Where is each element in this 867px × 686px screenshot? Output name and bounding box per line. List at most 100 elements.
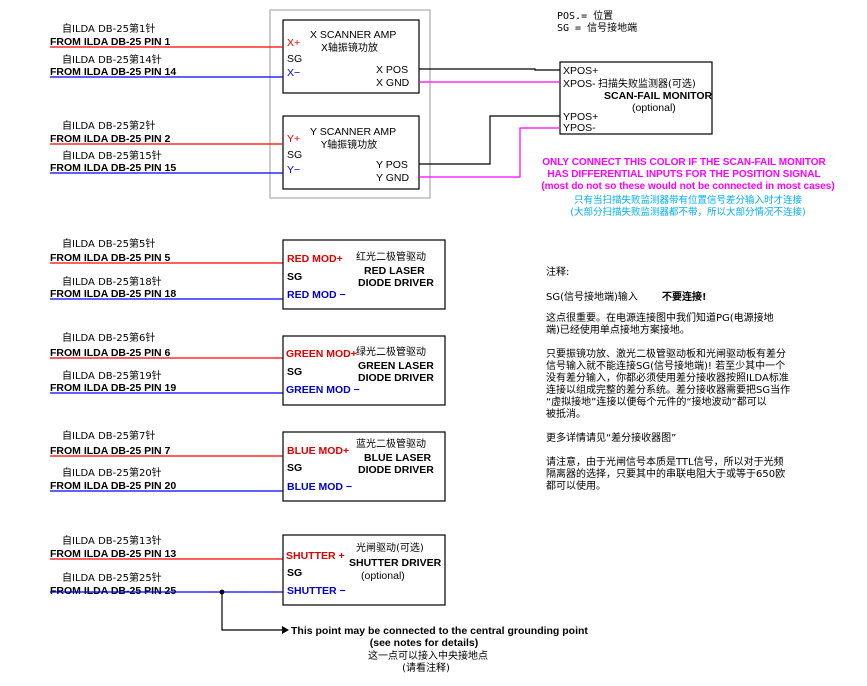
blue-sg: SG	[287, 462, 302, 474]
pin5-en: FROM ILDA DB-25 PIN 5	[50, 252, 171, 264]
notes-n1-bold: 不要连接!	[662, 290, 707, 303]
red-driver-cn: 红光二极管驱动	[356, 250, 426, 263]
notes-panel: 注释: SG(信号接地端)输入 不要连接! 这点很重要。在电源连接图中我们知道P…	[546, 265, 790, 492]
red-driver-line2: DIODE DRIVER	[358, 277, 434, 289]
blue-driver-box	[282, 431, 446, 502]
green-sg: SG	[287, 366, 302, 378]
ground-arrow-head	[282, 626, 289, 634]
notes-n5-line: 都可以使用。	[546, 479, 606, 492]
green-mod-minus: GREEN MOD −	[286, 384, 360, 396]
pin1-cn: 自ILDA DB-25第1针	[62, 22, 155, 35]
pin5-cn: 自ILDA DB-25第5针	[62, 237, 155, 250]
y-plus-label: Y+	[287, 133, 300, 145]
x-sg-label: SG	[287, 53, 302, 65]
ground-note-cn1: 这一点可以接入中央接地点	[368, 649, 488, 662]
notes-n2-line: 端)已经使用单点接地方案接地。	[546, 323, 690, 336]
blue-mod-plus: BLUE MOD+	[287, 445, 349, 457]
shutter-driver-line1: SHUTTER DRIVER	[349, 557, 442, 569]
ground-lead-wire	[221, 592, 282, 631]
notes-n1-pre: SG(信号接地端)输入	[546, 290, 638, 303]
pin15-cn: 自ILDA DB-25第15针	[62, 149, 162, 162]
notes-n3-line: 信号输入就不能连接SG(信号接地端)! 若至少其中一个	[546, 359, 785, 372]
x-plus-label: X+	[287, 37, 300, 49]
green-driver-box	[282, 335, 446, 406]
green-laser-driver: GREEN MOD+ SG GREEN MOD − 绿光二极管驱动 GREEN …	[282, 335, 446, 406]
pin13-cn: 自ILDA DB-25第13针	[62, 534, 162, 547]
blue-mod-minus: BLUE MOD −	[287, 481, 352, 493]
wire-y-pos	[419, 115, 560, 165]
notes-n3-line: “虚拟接地”连接以便每个元件的“接地波动”都可以	[546, 395, 767, 408]
pin19-cn: 自ILDA DB-25第19针	[62, 369, 162, 382]
x-scanner-amp-box	[282, 19, 420, 94]
shutter-minus: SHUTTER −	[287, 585, 346, 597]
y-pos-label: Y POS	[376, 159, 408, 171]
blue-driver-line2: DIODE DRIVER	[358, 464, 434, 476]
scanner-amp-frame	[269, 9, 431, 199]
warning-cn2: (大部分扫描失败监测器都不带，所以大部分情况不连接)	[570, 206, 805, 218]
y-scanner-amp: Y SCANNER AMP Y轴振镜功放 Y+ SG Y− Y POS Y GN…	[282, 115, 420, 190]
scan-fail-monitor: XPOS+ XPOS- 扫描失败监测器(可选) SCAN-FAIL MONITO…	[559, 61, 713, 135]
notes-n4: 更多详情请见“差分接收器图”	[546, 431, 676, 444]
x-gnd-label: X GND	[376, 77, 410, 89]
y-amp-title: Y SCANNER AMP	[310, 126, 396, 138]
pin18-en: FROM ILDA DB-25 PIN 18	[50, 288, 176, 300]
x-minus-label: X−	[287, 67, 300, 79]
monitor-title-cn: 扫描失败监测器(可选)	[598, 77, 696, 90]
pin6-cn: 自ILDA DB-25第6针	[62, 331, 155, 344]
pin6-en: FROM ILDA DB-25 PIN 6	[50, 347, 171, 359]
wire-y-gnd-magenta	[419, 127, 560, 178]
pin18-cn: 自ILDA DB-25第18针	[62, 275, 162, 288]
x-amp-title-cn: X轴振镜功放	[321, 41, 378, 54]
y-amp-title-cn: Y轴振镜功放	[320, 138, 377, 151]
warning-line3: (most do not so these would not be conne…	[541, 181, 834, 192]
y-gnd-label: Y GND	[376, 172, 409, 184]
legend-sg: SG = 信号接地端	[557, 21, 637, 34]
red-mod-minus: RED MOD −	[287, 289, 346, 301]
ground-note-line2: (see notes for details)	[370, 637, 479, 649]
pin2-en: FROM ILDA DB-25 PIN 2	[50, 133, 171, 145]
notes-n5-line: 请注意，由于光闸信号本质是TTL信号，所以对于光频	[546, 455, 784, 468]
notes-n3-line: 没有差分输入，你都必须使用差分接收器按照ILDA标准	[546, 371, 789, 384]
monitor-ypos-plus: YPOS+	[563, 111, 598, 123]
shutter-driver-box	[282, 534, 446, 606]
monitor-optional: (optional)	[632, 102, 676, 114]
pin1-en: FROM ILDA DB-25 PIN 1	[50, 36, 171, 48]
pin7-en: FROM ILDA DB-25 PIN 7	[50, 445, 171, 457]
red-mod-plus: RED MOD+	[287, 253, 343, 265]
shutter-driver-cn: 光闸驱动(可选)	[356, 541, 424, 554]
pin20-cn: 自ILDA DB-25第20针	[62, 466, 162, 479]
ground-note-cn2: (请看注释)	[402, 661, 450, 674]
notes-n3-line: 被抵消。	[546, 407, 586, 420]
wire-x-pos	[419, 68, 560, 71]
shutter-driver-line2: (optional)	[361, 570, 405, 582]
red-driver-box	[282, 239, 446, 310]
pin19-en: FROM ILDA DB-25 PIN 19	[50, 382, 176, 394]
warning-line2: HAS DIFFERENTIAL INPUTS FOR THE POSITION…	[547, 169, 820, 180]
scan-fail-monitor-box	[559, 61, 713, 135]
shutter-sg: SG	[287, 567, 302, 579]
green-driver-cn: 绿光二极管驱动	[356, 345, 426, 358]
pin20-en: FROM ILDA DB-25 PIN 20	[50, 480, 176, 492]
red-laser-driver: RED MOD+ SG RED MOD − 红光二极管驱动 RED LASER …	[282, 239, 446, 310]
shutter-plus: SHUTTER +	[286, 550, 345, 562]
blue-driver-line1: BLUE LASER	[364, 452, 432, 464]
notes-heading: 注释:	[546, 265, 569, 278]
pin25-cn: 自ILDA DB-25第25针	[62, 571, 162, 584]
notes-n3-line: 连接以组成完整的差分系统。差分接收器需要把SG当作	[546, 383, 790, 396]
green-driver-line2: DIODE DRIVER	[358, 372, 434, 384]
y-minus-label: Y−	[287, 164, 300, 176]
monitor-ypos-minus: YPOS-	[563, 122, 596, 134]
x-amp-title: X SCANNER AMP	[310, 29, 396, 41]
pin14-en: FROM ILDA DB-25 PIN 14	[50, 66, 176, 78]
pin14-cn: 自ILDA DB-25第14针	[62, 53, 162, 66]
green-driver-line1: GREEN LASER	[358, 360, 434, 372]
monitor-xpos-minus: XPOS-	[563, 78, 596, 90]
warning-line1: ONLY CONNECT THIS COLOR IF THE SCAN-FAIL…	[542, 157, 826, 168]
monitor-title: SCAN-FAIL MONITOR	[604, 90, 713, 102]
green-mod-plus: GREEN MOD+	[286, 348, 357, 360]
red-sg: SG	[287, 271, 302, 283]
x-pos-label: X POS	[376, 64, 408, 76]
blue-laser-driver: BLUE MOD+ SG BLUE MOD − 蓝光二极管驱动 BLUE LAS…	[282, 431, 446, 502]
y-scanner-amp-box	[282, 115, 420, 190]
